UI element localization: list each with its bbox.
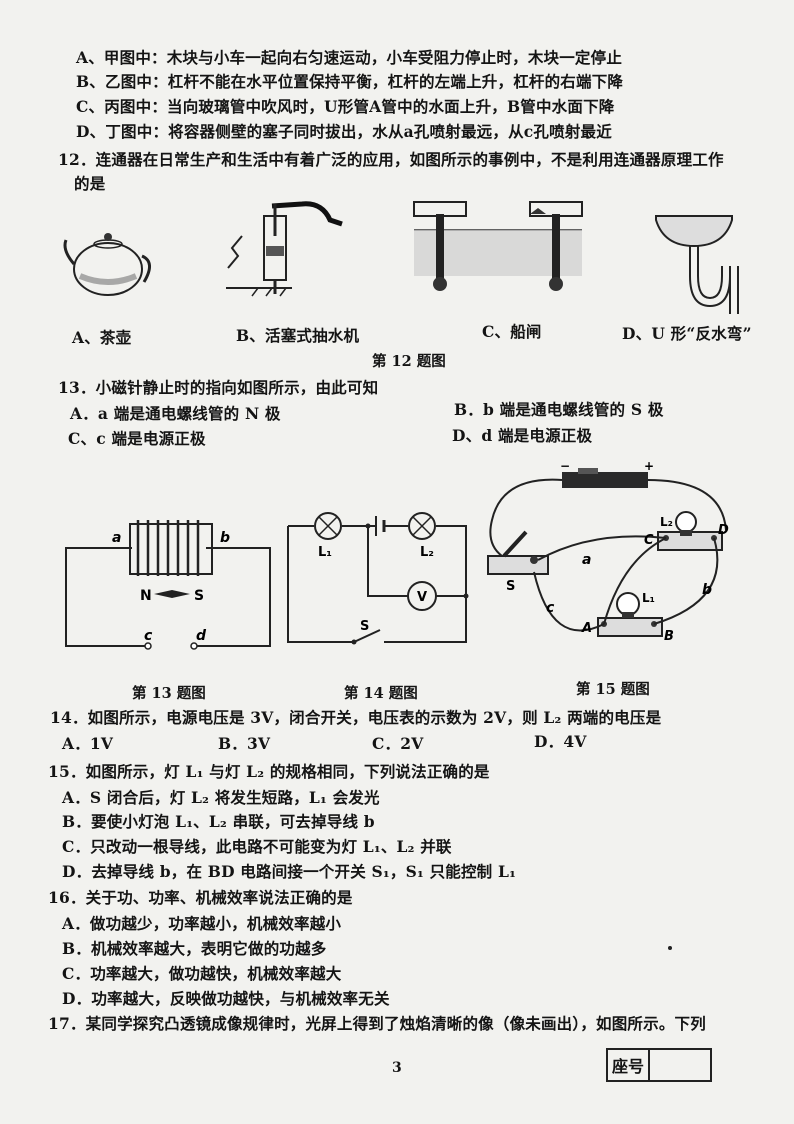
q15-option-a: A．S 闭合后，灯 L₂ 将发生短路，L₁ 会发光 xyxy=(62,788,380,807)
label-s: S xyxy=(194,588,204,604)
q17-stem: 17．某同学探究凸透镜成像规律时，光屏上得到了烛焰清晰的像（像未画出），如图所示… xyxy=(48,1014,706,1033)
q13-stem: 13．小磁针静止时的指向如图所示，由此可知 xyxy=(58,378,379,397)
q15-caption: 第 15 题图 xyxy=(576,681,650,698)
piston-pump-figure xyxy=(226,201,343,297)
q11-option-b: B、乙图中：杠杆不能在水平位置保持平衡，杠杆的左端上升，杠杆的右端下降 xyxy=(76,72,624,91)
wire-b-label: b xyxy=(702,582,712,598)
ship-lock-figure xyxy=(413,201,583,291)
page-number: 3 xyxy=(392,1060,402,1076)
q12-stem-cont: 的是 xyxy=(74,174,106,193)
q14-stem: 14．如图所示，电源电压是 3V，闭合开关，电压表的示数为 2V，则 L₂ 两端… xyxy=(50,708,662,727)
terminal-b: B xyxy=(664,629,674,644)
q13-caption: 第 13 题图 xyxy=(132,685,206,702)
wire-c-label: c xyxy=(546,600,555,616)
label-l2: L₂ xyxy=(420,545,434,560)
q15-stem: 15．如图所示，灯 L₁ 与灯 L₂ 的规格相同，下列说法正确的是 xyxy=(48,762,490,781)
q16-stem: 16．关于功、功率、机械效率说法正确的是 xyxy=(48,888,353,907)
lamp-l2-label: L₂ xyxy=(660,515,673,529)
q13-option-a: A．a 端是通电螺线管的 N 极 xyxy=(70,404,281,423)
terminal-a: A xyxy=(581,621,592,636)
label-d: d xyxy=(196,628,207,644)
q13-option-d: D、d 端是电源正极 xyxy=(452,426,593,445)
q12-option-c: C、船闸 xyxy=(482,322,542,341)
battery-plus: + xyxy=(644,460,654,473)
q16-option-c: C．功率越大，做功越快，机械效率越大 xyxy=(62,964,342,983)
label-n: N xyxy=(140,588,152,604)
solenoid-circuit-figure: a b N S c d xyxy=(65,520,271,650)
label-b: b xyxy=(220,530,230,546)
q13-option-c: C、c 端是电源正极 xyxy=(68,429,206,448)
q16-option-b: B．机械效率越大，表明它做的功越多 xyxy=(62,939,327,958)
q16-option-d: D．功率越大，反映做功越快，与机械效率无关 xyxy=(62,989,390,1008)
battery-minus: − xyxy=(560,460,570,473)
switch-s-label: S xyxy=(506,579,515,594)
q14-caption: 第 14 题图 xyxy=(344,685,418,702)
stray-dot xyxy=(668,946,672,950)
q14-option-d: D．4V xyxy=(534,732,587,751)
voltmeter-label: V xyxy=(417,590,427,605)
seat-number-label: 座号 xyxy=(608,1050,651,1080)
switch-label: S xyxy=(360,619,369,634)
lamp-l1-label: L₁ xyxy=(642,591,655,605)
q15-option-c: C．只改动一根导线，此电路不可能变为灯 L₁、L₂ 并联 xyxy=(62,837,452,856)
label-a: a xyxy=(112,530,121,546)
q15-option-b: B．要使小灯泡 L₁、L₂ 串联，可去掉导线 b xyxy=(62,812,375,831)
q11-option-a: A、甲图中：木块与小车一起向右匀速运动，小车受阻力停止时，木块一定停止 xyxy=(76,48,623,67)
q12-stem: 12．连通器在日常生产和生活中有着广泛的应用，如图所示的事例中，不是利用连通器原… xyxy=(58,150,724,169)
q11-option-d: D、丁图中：将容器侧壁的塞子同时拔出，水从a孔喷射最远，从c孔喷射最近 xyxy=(76,122,612,141)
q11-option-c: C、丙图中：当向玻璃管中吹风时，U形管A管中的水面上升，B管中水面下降 xyxy=(76,97,615,116)
seat-number-box: 座号 xyxy=(606,1048,712,1082)
wire-a-label: a xyxy=(582,552,591,568)
q15-option-d: D．去掉导线 b，在 BD 电路间接一个开关 S₁，S₁ 只能控制 L₁ xyxy=(62,862,517,881)
terminal-d: D xyxy=(718,523,729,538)
label-c: c xyxy=(144,628,153,644)
q12-caption: 第 12 题图 xyxy=(372,353,446,370)
terminal-c: C xyxy=(644,533,654,548)
q12-option-b: B、活塞式抽水机 xyxy=(236,326,360,345)
q12-option-d: D、U 形“反水弯” xyxy=(622,324,752,343)
q14-option-c: C．2V xyxy=(372,734,424,753)
q16-option-a: A．做功越少，功率越小，机械效率越小 xyxy=(62,914,342,933)
label-l1: L₁ xyxy=(318,545,332,560)
teapot-figure xyxy=(63,233,151,296)
q13-option-b: B．b 端是通电螺线管的 S 极 xyxy=(454,400,664,419)
voltmeter-circuit-figure: L₁ L₂ V S xyxy=(287,512,469,645)
q14-option-a: A．1V xyxy=(62,734,114,753)
u-trap-figure xyxy=(655,215,739,314)
q14-option-b: B．3V xyxy=(218,734,271,753)
q12-option-a: A、茶壶 xyxy=(72,328,132,347)
real-circuit-figure: − + a b c S L₂ L₁ A B C D xyxy=(487,460,729,644)
